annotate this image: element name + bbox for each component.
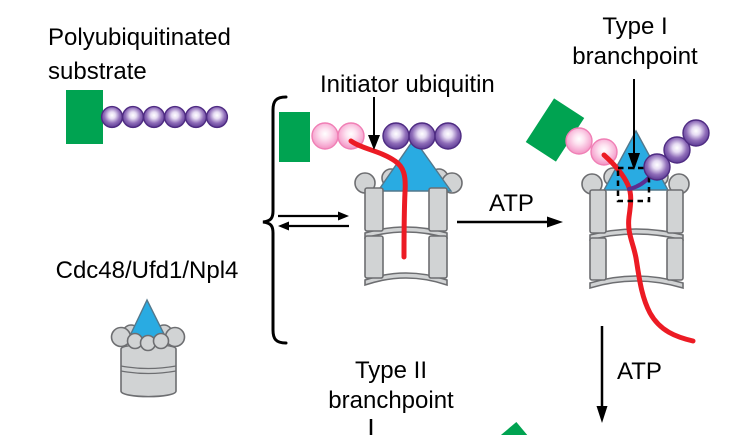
equilibrium-arrows (278, 211, 349, 231)
npl4-ufd1-triangle (376, 137, 453, 192)
type2-label-line1: Type II (354, 357, 428, 384)
unfolded-strand-translocated (601, 152, 696, 344)
cdc48-ufd1-npl4-complex-icon (110, 298, 186, 398)
unfolded-initiator-strand (348, 138, 408, 260)
grouping-brace (262, 95, 288, 345)
substrate-label-line2: substrate (48, 58, 147, 85)
atp-label-step1: ATP (489, 190, 534, 217)
cdc48-complex-label: Cdc48/Ufd1/Npl4 (55, 257, 239, 284)
atp-label-step2: ATP (617, 358, 662, 385)
type1-label-line2: branchpoint (572, 43, 698, 70)
substrate-label-line1: Polyubiquitinated (48, 24, 231, 51)
substrate-block (525, 98, 585, 162)
polyubiquitinated-substrate-icon (66, 90, 229, 144)
atp-arrow-vertical (596, 326, 608, 423)
type1-branchpoint-complex (525, 98, 710, 344)
cdc48-ring-body (120, 343, 177, 398)
ubiquitin-chain (100, 105, 229, 129)
type1-branchpoint-label: Type I branchpoint (572, 12, 697, 72)
engaged-complex-center (279, 112, 463, 287)
substrate-block (279, 112, 310, 162)
initiator-ubiquitin-arrow (368, 97, 380, 150)
type1-label-line1: Type I (602, 13, 668, 40)
initiator-ubiquitin-label: Initiator ubiquitin (320, 71, 495, 98)
type1-branchpoint-arrow (628, 79, 640, 170)
type2-branchpoint-label: Type II branchpoint (328, 356, 453, 416)
substrate-block (66, 90, 103, 144)
atp-arrow-horizontal (457, 216, 563, 228)
partial-substrate-bottom (488, 422, 548, 435)
substrate-label: Polyubiquitinated substrate (48, 21, 231, 89)
type2-label-line2: branchpoint (328, 387, 454, 414)
